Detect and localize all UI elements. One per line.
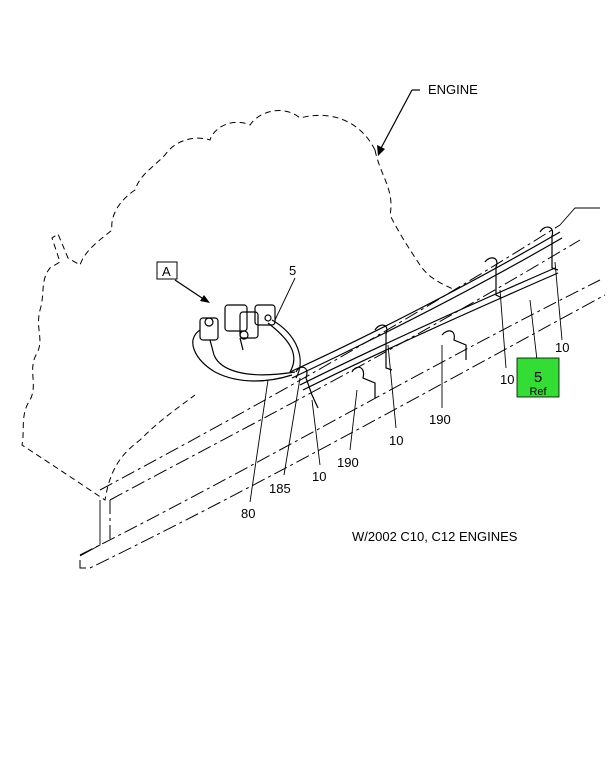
callout-190-right: 190 <box>429 412 451 427</box>
callout-10-mid-right: 10 <box>500 372 514 387</box>
engine-outline <box>21 110 456 501</box>
callout-5-top: 5 <box>289 263 296 278</box>
ref-box-number: 5 <box>534 369 542 386</box>
leaders <box>249 261 563 503</box>
view-a-label: A <box>162 264 171 279</box>
engine-note: W/2002 C10, C12 ENGINES <box>352 529 518 544</box>
frame-rail <box>79 207 606 569</box>
callout-10-center: 10 <box>389 433 403 448</box>
clips <box>295 226 559 409</box>
callout-10-left: 10 <box>312 469 326 484</box>
view-a-marker <box>156 261 210 303</box>
ref-box[interactable]: 5 Ref <box>516 357 560 398</box>
air-lines <box>289 231 563 391</box>
callout-185: 185 <box>269 481 291 496</box>
engine-leader <box>377 89 420 156</box>
ref-box-sub: Ref <box>529 386 547 398</box>
callout-190-left: 190 <box>337 455 359 470</box>
valve-assembly <box>192 304 301 382</box>
callout-10-right: 10 <box>555 340 569 355</box>
engine-label: ENGINE <box>428 82 478 97</box>
callout-80: 80 <box>241 506 255 521</box>
